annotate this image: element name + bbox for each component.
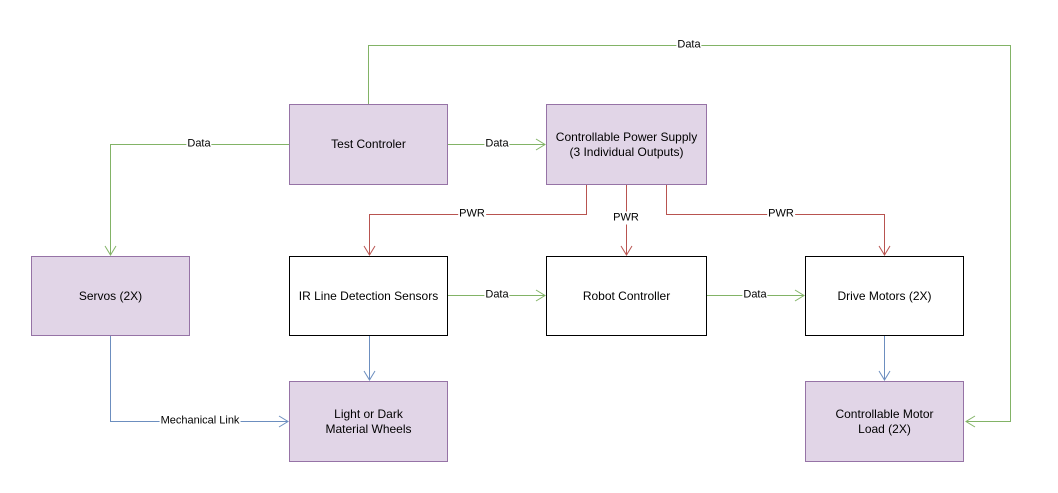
node-label: Test Controler (331, 137, 406, 151)
node-power-supply[interactable]: Controllable Power Supply (3 Individual … (546, 104, 707, 185)
arrowhead-wheels-left (278, 415, 289, 428)
arrowhead-drive-motors (878, 245, 891, 256)
node-label: IR Line Detection Sensors (298, 288, 439, 303)
node-ir-sensors[interactable]: IR Line Detection Sensors (289, 256, 448, 336)
edge-label-data-power-supply: Data (484, 137, 510, 151)
node-label: Controllable Power Supply (3 Individual … (555, 129, 698, 159)
edge-label-data-robot-drive: Data (742, 288, 768, 302)
node-label: Controllable Motor Load (2X) (835, 406, 934, 436)
edge-label-pwr-ir: PWR (458, 207, 486, 221)
arrowhead-power-supply (535, 138, 546, 151)
arrowhead-motor-load (965, 415, 976, 428)
arrowhead-robot-controller (620, 245, 633, 256)
node-label: Robot Controller (582, 288, 671, 303)
edge-label-data-servos: Data (186, 137, 212, 151)
node-drive-motors[interactable]: Drive Motors (2X) (805, 256, 964, 336)
arrowhead-servos (104, 245, 117, 256)
edge-label-data-top: Data (676, 38, 702, 52)
edge-label-pwr-drive: PWR (767, 207, 795, 221)
edge-test-controller-to-motor-load (368, 45, 1011, 422)
node-robot-controller[interactable]: Robot Controller (546, 256, 707, 336)
node-label: Servos (2X) (78, 288, 143, 303)
arrowhead-drive-motors-data (794, 289, 805, 302)
node-motor-load[interactable]: Controllable Motor Load (2X) (805, 381, 964, 462)
arrowhead-robot-controller-data (535, 289, 546, 302)
node-servos[interactable]: Servos (2X) (31, 256, 190, 336)
node-label: Drive Motors (2X) (837, 288, 932, 303)
edge-label-data-ir-robot: Data (484, 288, 510, 302)
arrowhead-wheels-top (363, 370, 376, 381)
edge-servos-to-wheels (110, 336, 288, 422)
arrowhead-motor-load-top (878, 370, 891, 381)
edge-label-mechanical-link: Mechanical Link (159, 414, 241, 428)
arrowhead-ir-sensors (363, 245, 376, 256)
edge-label-pwr-robot: PWR (612, 211, 640, 225)
node-wheels[interactable]: Light or Dark Material Wheels (289, 381, 448, 462)
edge-test-controller-to-servos (110, 144, 289, 255)
node-label: Light or Dark Material Wheels (325, 406, 412, 436)
node-test-controller[interactable]: Test Controler (289, 104, 448, 185)
